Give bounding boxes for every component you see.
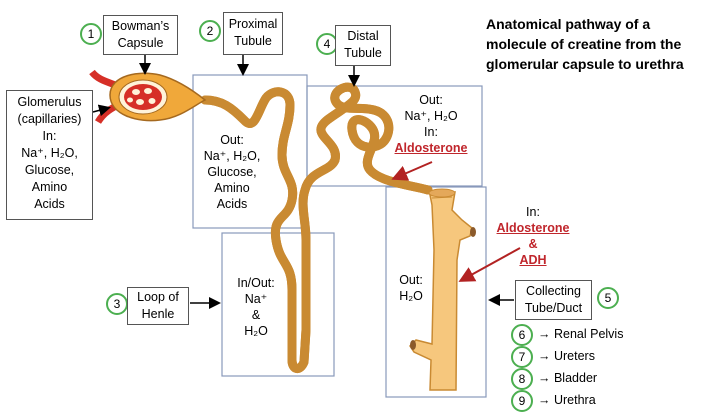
proximal-out-4: Acids (216, 197, 248, 211)
distal-tubule-label: Distal Tubule (335, 25, 391, 66)
loop-line-2: Henle (141, 307, 175, 321)
proximal-out: Out: (220, 133, 244, 147)
step-number-9: 9 (511, 390, 533, 412)
nephron-tubule (200, 87, 433, 368)
distal-out: Out: (419, 93, 443, 107)
collecting-in-text: In: Aldosterone & ADH (490, 204, 576, 268)
collecting-adh: ADH (519, 253, 547, 267)
collecting-line-2: Tube/Duct (524, 301, 583, 315)
distal-line-2: Tubule (344, 46, 382, 60)
loop-inout: In/Out: (237, 276, 275, 290)
collecting-aldosterone: Aldosterone (496, 221, 570, 235)
collecting-out-value: H₂O (399, 289, 423, 303)
distal-aldosterone: Aldosterone (394, 141, 468, 155)
title-line-1: Anatomical pathway of a (486, 16, 651, 32)
step-ureters: → Ureters (538, 349, 595, 363)
proximal-tubule-label: Proximal Tubule (223, 12, 283, 55)
step-number-6: 6 (511, 324, 533, 346)
loop-of-henle-label: Loop of Henle (127, 287, 189, 325)
loop-transport-text: In/Out: Na⁺ & H₂O (224, 275, 288, 339)
collecting-amp: & (528, 237, 538, 251)
step-number-3: 3 (106, 293, 128, 315)
step-number-2: 2 (199, 20, 221, 42)
collecting-line-1: Collecting (526, 284, 581, 298)
step-number-1: 1 (80, 23, 102, 45)
loop-amp: & (251, 308, 261, 322)
proximal-line-1: Proximal (228, 17, 278, 31)
collecting-region-box (385, 186, 487, 398)
distal-line-1: Distal (347, 29, 379, 43)
collecting-in: In: (526, 205, 540, 219)
collecting-out-text: Out: H₂O (393, 272, 429, 304)
loop-h2o: H₂O (244, 324, 268, 338)
proximal-out-1: Na⁺, H₂O, (203, 149, 261, 163)
glomerulus-line-1: Glomerulus (17, 95, 82, 109)
glomerulus-line-2: (capillaries) (17, 112, 82, 126)
arrow-glomerulus (92, 104, 111, 117)
collecting-out: Out: (399, 273, 423, 287)
proximal-out-2: Glucose, (207, 165, 257, 179)
title-line-2: molecule of creatine from the (486, 36, 682, 52)
distal-in: In: (424, 125, 438, 139)
glomerulus-line-6: Amino (31, 180, 68, 194)
title-line-3: glomerular capsule to urethra (486, 56, 684, 72)
collecting-duct (409, 188, 476, 391)
collecting-duct-label: Collecting Tube/Duct (515, 280, 592, 320)
step-number-7: 7 (511, 346, 533, 368)
step-number-8: 8 (511, 368, 533, 390)
bowmans-capsule-label: Bowman’s Capsule (103, 15, 178, 55)
glomerulus-line-4: Na⁺, H₂O, (21, 146, 78, 160)
distal-out-values: Na⁺, H₂O (404, 109, 458, 123)
step-renal-pelvis: → Renal Pelvis (538, 327, 624, 341)
distal-transport-text: Out: Na⁺, H₂O In: Aldosterone (392, 92, 470, 156)
proximal-line-2: Tubule (234, 34, 272, 48)
loop-na: Na⁺ (244, 292, 268, 306)
step-urethra: → Urethra (538, 393, 596, 407)
proximal-out-3: Amino (214, 181, 250, 195)
step-bladder: → Bladder (538, 371, 598, 385)
glomerulus-line-5: Glucose, (24, 163, 75, 177)
aldosterone-arrow-distal (391, 161, 433, 181)
diagram-title: Anatomical pathway of a molecule of crea… (486, 14, 684, 74)
bowmans-capsule (89, 69, 207, 124)
hormone-arrow-collecting (458, 247, 521, 282)
glomerulus-label: Glomerulus (capillaries) In: Na⁺, H₂O, G… (6, 90, 93, 220)
glomerulus-line-7: Acids (34, 197, 65, 211)
loop-line-1: Loop of (137, 290, 179, 304)
step-number-5: 5 (597, 287, 619, 309)
glomerulus-line-3: In: (42, 129, 57, 143)
proximal-transport-text: Out: Na⁺, H₂O, Glucose, Amino Acids (196, 132, 268, 212)
bowmans-line-2: Capsule (117, 36, 164, 50)
bowmans-line-1: Bowman’s (111, 19, 170, 33)
